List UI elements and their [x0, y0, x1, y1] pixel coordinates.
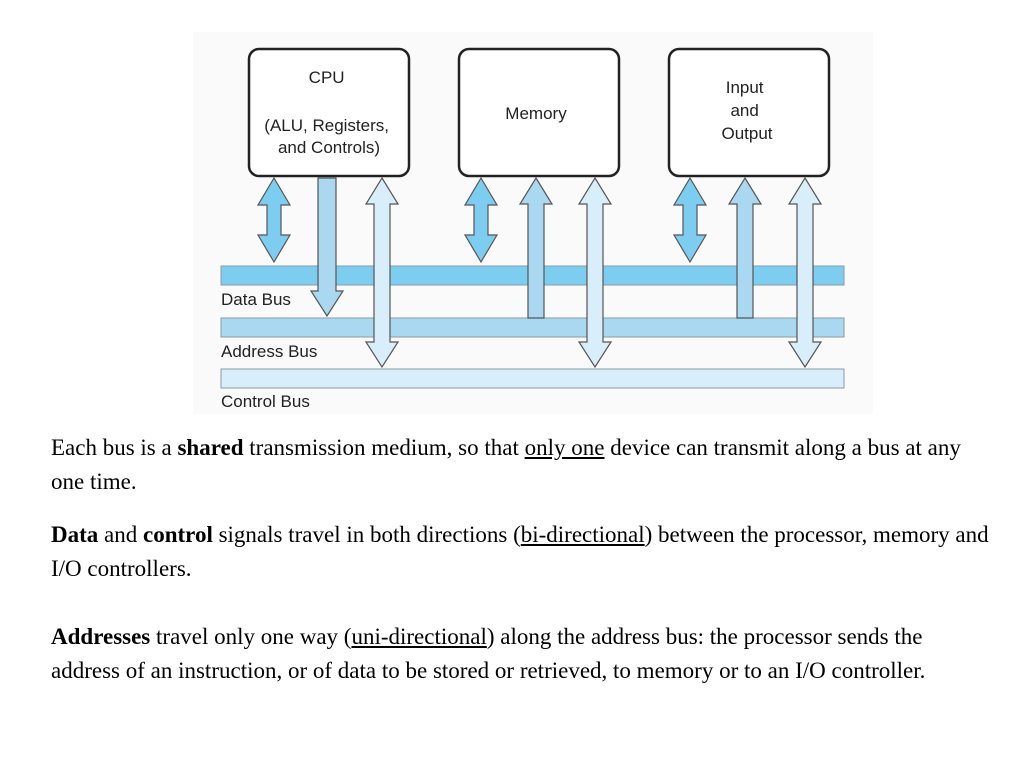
system-bus-diagram: CPU (ALU, Registers, and Controls) Memor…	[220, 47, 845, 411]
paragraph-bidirectional: Data and control signals travel in both …	[51, 518, 991, 586]
text-span: travel only one way (	[150, 624, 352, 649]
emphasis-control: control	[143, 522, 213, 547]
cpu-label: CPU (ALU, Registers, and Controls)	[264, 68, 393, 157]
text-span: and	[98, 522, 143, 547]
paragraph-shared-medium: Each bus is a shared transmission medium…	[51, 431, 991, 499]
underline-only-one: only one	[524, 435, 605, 460]
text-span: device can transmit along a bus at any o…	[51, 435, 961, 494]
io-control-arrow	[787, 176, 823, 369]
cpu-control-arrow	[364, 176, 400, 369]
emphasis-data: Data	[51, 522, 99, 547]
underline-uni-directional: uni-directional	[351, 624, 487, 649]
memory-control-arrow	[577, 176, 613, 369]
io-label-line: and	[730, 101, 758, 120]
data-bus-label: Data Bus	[221, 290, 291, 309]
address-bus	[220, 317, 845, 338]
control-bus-label: Control Bus	[221, 392, 310, 411]
text-span: ) along the address bus: the processor s…	[51, 624, 926, 683]
memory-box	[457, 47, 621, 178]
memory-label: Memory	[505, 104, 567, 123]
text-span: transmission medium, so that	[243, 435, 525, 460]
cpu-label-line: and Controls)	[278, 138, 380, 157]
emphasis-addresses: Addresses	[51, 624, 151, 649]
io-box	[667, 47, 831, 178]
address-bus-label: Address Bus	[221, 342, 317, 361]
cpu-address-arrow	[309, 177, 345, 318]
cpu-label-line: (ALU, Registers,	[264, 116, 389, 135]
paragraph-unidirectional: Addresses travel only one way (uni-direc…	[51, 620, 991, 688]
cpu-box	[247, 47, 411, 178]
cpu-label-line: CPU	[309, 68, 345, 87]
memory-address-arrow	[518, 176, 554, 319]
emphasis-shared: shared	[177, 435, 244, 460]
io-address-arrow	[727, 176, 763, 319]
text-span: ) between the processor, memory and I/O …	[51, 522, 989, 581]
io-label-line: Output	[721, 124, 772, 143]
cpu-data-arrow	[256, 176, 292, 264]
control-bus	[220, 368, 845, 389]
underline-bi-directional: bi-directional	[520, 522, 645, 547]
io-data-arrow	[672, 176, 708, 264]
io-label-line: Input	[726, 78, 764, 97]
io-label: Input and Output	[721, 78, 772, 143]
text-span: Each bus is a	[51, 435, 178, 460]
memory-data-arrow	[463, 176, 499, 264]
text-span: signals travel in both directions (	[212, 522, 521, 547]
memory-label-line: Memory	[505, 104, 567, 123]
